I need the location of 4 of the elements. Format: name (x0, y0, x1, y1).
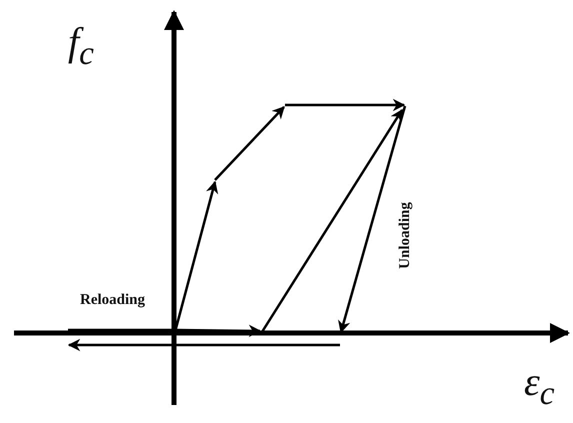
curve-label: Unloading (398, 202, 413, 269)
axis-label: f$_{c}$ (68, 22, 94, 70)
curve-label: Reloading (80, 293, 146, 308)
axis-label: ε$_{c}$ (524, 362, 555, 410)
